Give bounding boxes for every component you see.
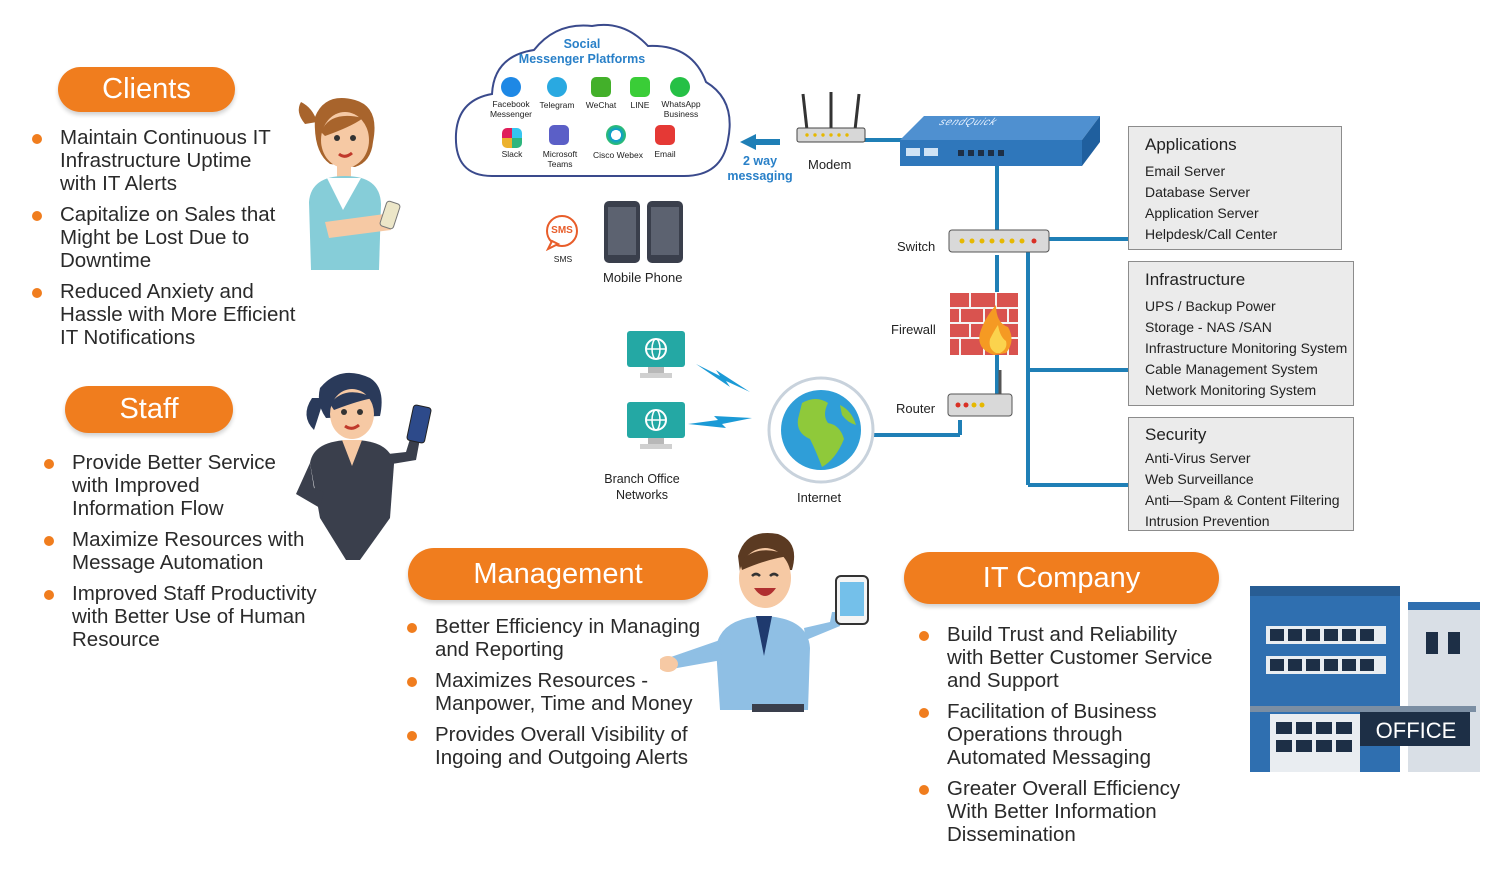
list-item: Email Server: [1145, 163, 1226, 179]
infrastructure-box: Infrastructure UPS / Backup Power Storag…: [1128, 261, 1354, 406]
list-item: Greater Overall Efficiency With Better I…: [919, 777, 1239, 846]
cloud-title: Social Messenger Platforms: [492, 37, 672, 67]
sms-badge-text: SMS: [551, 225, 573, 236]
list-item: Better Efficiency in Managing and Report…: [407, 615, 717, 661]
list-item: Provide Better Service with Improved Inf…: [44, 451, 344, 520]
list-item: Anti-Virus Server: [1145, 450, 1251, 466]
list-item: Infrastructure Monitoring System: [1145, 340, 1348, 356]
list-item: Maximize Resources with Message Automati…: [44, 528, 344, 574]
telegram-icon: [547, 77, 567, 97]
office-sign: OFFICE: [1375, 718, 1457, 743]
webex-icon: [606, 125, 626, 145]
staff-woman-illustration: [296, 372, 432, 560]
list-item: UPS / Backup Power: [1145, 298, 1276, 314]
list-item: Provides Overall Visibility of Ingoing a…: [407, 723, 717, 769]
branch-office-label: Branch Office Networks: [604, 472, 680, 502]
cloud-title-line2: Messenger Platforms: [518, 52, 646, 66]
clients-woman-illustration: [298, 98, 401, 270]
firewall-icon: [950, 293, 1018, 355]
list-item: Maintain Continuous IT Infrastructure Up…: [32, 126, 312, 195]
mobile-phone-icon: [604, 201, 683, 263]
list-item: Database Server: [1145, 184, 1251, 200]
wechat-icon: [591, 77, 611, 97]
it-company-title: IT Company: [904, 552, 1219, 604]
platform-label-webex: Cisco Webex: [593, 150, 643, 160]
firewall-label: Firewall: [891, 322, 936, 337]
list-item: Build Trust and Reliability with Better …: [919, 623, 1239, 692]
list-item: Anti—Spam & Content Filtering: [1145, 492, 1340, 508]
sendquick-brand: sendQuick: [936, 117, 1000, 128]
router-icon: [947, 370, 1013, 417]
list-item: Facilitation of Business Operations thro…: [919, 700, 1239, 769]
platform-label-email: Email: [654, 149, 676, 159]
list-item: Maximizes Resources - Manpower, Time and…: [407, 669, 717, 715]
it-company-benefit-list: Build Trust and Reliability with Better …: [919, 623, 1239, 854]
internet-globe-icon: [767, 376, 875, 484]
clients-title: Clients: [58, 67, 235, 112]
clients-benefit-list: Maintain Continuous IT Infrastructure Up…: [32, 126, 312, 357]
modem-icon: [796, 92, 866, 143]
two-way-messaging-label: 2 way messaging: [727, 154, 793, 183]
sms-label: SMS: [553, 254, 573, 264]
cloud-title-line1: Social: [563, 37, 601, 51]
infrastructure-title: Infrastructure: [1145, 270, 1246, 289]
list-item: Helpdesk/Call Center: [1145, 226, 1278, 242]
list-item: Web Surveillance: [1145, 471, 1254, 487]
applications-box: Applications Email Server Database Serve…: [1128, 126, 1342, 250]
email-icon: [655, 125, 675, 145]
internet-label: Internet: [797, 490, 842, 505]
slack-icon: [502, 128, 522, 148]
list-item: Capitalize on Sales that Might be Lost D…: [32, 203, 312, 272]
platform-label-wechat: WeChat: [585, 100, 617, 110]
applications-title: Applications: [1145, 135, 1237, 154]
office-building-illustration: [1250, 586, 1480, 772]
switch-label: Switch: [897, 239, 936, 254]
line-icon: [630, 77, 650, 97]
platform-label-telegram: Telegram: [539, 100, 575, 110]
whatsapp-icon: [670, 77, 690, 97]
platform-label-slack: Slack: [501, 149, 523, 159]
list-item: Storage - NAS /SAN: [1145, 319, 1272, 335]
list-item: Reduced Anxiety and Hassle with More Eff…: [32, 280, 312, 349]
security-box: Security Anti-Virus Server Web Surveilla…: [1128, 417, 1354, 531]
security-title: Security: [1145, 425, 1207, 444]
platform-label-line: LINE: [630, 100, 650, 110]
teams-icon: [549, 125, 569, 145]
mobile-phone-label: Mobile Phone: [603, 270, 683, 285]
branch-monitor-icon-top: [627, 331, 685, 378]
list-item: Application Server: [1145, 205, 1259, 221]
list-item: Network Monitoring System: [1145, 382, 1317, 398]
list-item: Intrusion Prevention: [1145, 513, 1270, 529]
management-man-illustration: [660, 532, 869, 712]
sms-bubble-icon: [545, 215, 578, 251]
staff-title: Staff: [65, 386, 233, 433]
router-label: Router: [896, 401, 936, 416]
switch-icon: [948, 229, 1050, 253]
branch-monitor-icon-bottom: [627, 402, 685, 449]
management-benefit-list: Better Efficiency in Managing and Report…: [407, 615, 717, 777]
modem-label: Modem: [808, 157, 852, 172]
staff-benefit-list: Provide Better Service with Improved Inf…: [44, 451, 344, 659]
management-title: Management: [408, 548, 708, 600]
sendquick-appliance: [900, 116, 1100, 166]
list-item: Cable Management System: [1145, 361, 1318, 377]
list-item: Improved Staff Productivity with Better …: [44, 582, 344, 651]
facebook-messenger-icon: [501, 77, 521, 97]
